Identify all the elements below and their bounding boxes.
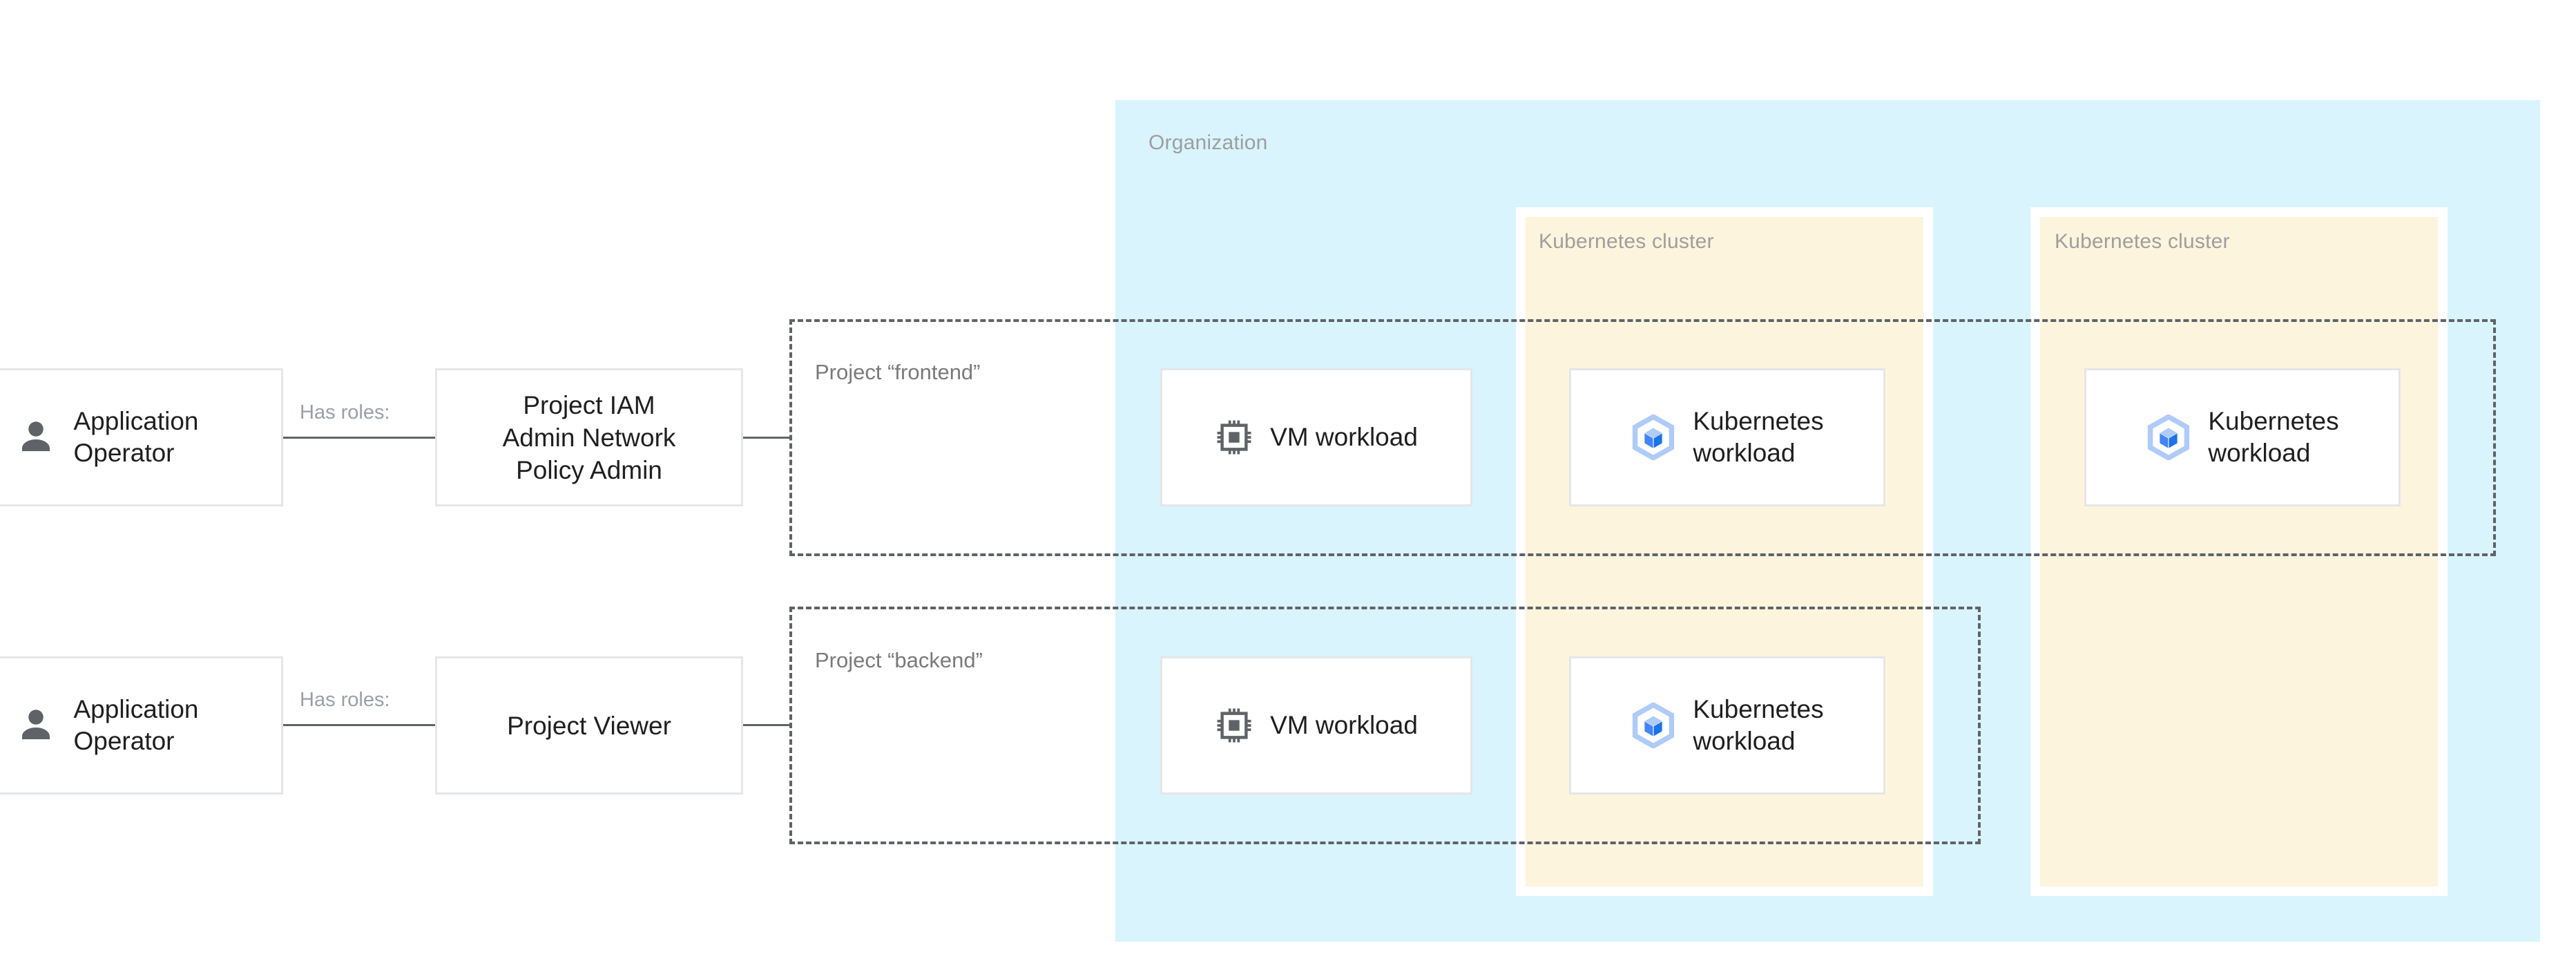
- kubernetes-cluster-2-region: [2030, 207, 2448, 896]
- principal-card-row1-content: Application Operator: [0, 406, 281, 469]
- vm-workload-card-frontend-content: VM workload: [1162, 418, 1470, 457]
- kubernetes-cluster-1-label: Kubernetes cluster: [1539, 230, 1714, 253]
- connector-row2-role-to-project: [742, 724, 791, 726]
- vm-workload-card-frontend[interactable]: VM workload: [1160, 368, 1472, 506]
- principal-card-row1-label: Application Operator: [73, 407, 199, 467]
- connector-row1-role-to-project: [742, 437, 791, 439]
- role-card-row1[interactable]: Project IAM Admin Network Policy Admin: [435, 368, 743, 506]
- project-backend-label: Project “backend”: [815, 648, 983, 672]
- role-card-row2-label: Project Viewer: [507, 711, 671, 740]
- kubernetes-workload-card-cluster2-frontend-label: Kubernetes workload: [2208, 407, 2339, 467]
- kubernetes-workload-card-cluster2-frontend-content: Kubernetes workload: [2086, 406, 2399, 469]
- vm-workload-card-frontend-label: VM workload: [1270, 423, 1418, 451]
- vm-chip-icon: [1215, 418, 1253, 457]
- kubernetes-workload-card-cluster2-frontend[interactable]: Kubernetes workload: [2084, 368, 2401, 506]
- gke-icon: [2146, 415, 2191, 460]
- principal-card-row2-content: Application Operator: [0, 694, 281, 757]
- vm-workload-card-backend-label: VM workload: [1270, 711, 1418, 739]
- connector-row1-principal-to-role: [283, 437, 436, 439]
- principal-card-row1[interactable]: Application Operator: [0, 368, 283, 506]
- connector-row2-label: Has roles:: [300, 689, 390, 711]
- kubernetes-workload-card-cluster1-backend-content: Kubernetes workload: [1571, 694, 1883, 757]
- organization-label: Organization: [1148, 131, 1268, 154]
- gke-icon: [1631, 415, 1676, 460]
- person-icon: [15, 417, 57, 458]
- vm-workload-card-backend[interactable]: VM workload: [1160, 656, 1472, 795]
- kubernetes-workload-card-cluster1-frontend-content: Kubernetes workload: [1571, 406, 1883, 469]
- vm-workload-card-backend-content: VM workload: [1162, 706, 1470, 745]
- person-icon: [15, 705, 57, 746]
- vm-chip-icon: [1215, 706, 1253, 745]
- connector-row2-principal-to-role: [283, 724, 436, 726]
- role-card-row2[interactable]: Project Viewer: [435, 656, 743, 795]
- kubernetes-workload-card-cluster1-frontend[interactable]: Kubernetes workload: [1569, 368, 1885, 506]
- gke-icon: [1631, 703, 1676, 748]
- role-card-row1-label: Project IAM Admin Network Policy Admin: [502, 390, 676, 484]
- connector-row1-label: Has roles:: [300, 401, 390, 424]
- kubernetes-workload-card-cluster1-backend-label: Kubernetes workload: [1693, 695, 1824, 755]
- principal-card-row2-label: Application Operator: [73, 695, 199, 755]
- kubernetes-workload-card-cluster1-backend[interactable]: Kubernetes workload: [1569, 656, 1885, 795]
- kubernetes-workload-card-cluster1-frontend-label: Kubernetes workload: [1693, 407, 1824, 467]
- project-frontend-label: Project “frontend”: [815, 360, 981, 384]
- principal-card-row2[interactable]: Application Operator: [0, 656, 283, 795]
- kubernetes-cluster-2-label: Kubernetes cluster: [2055, 230, 2230, 253]
